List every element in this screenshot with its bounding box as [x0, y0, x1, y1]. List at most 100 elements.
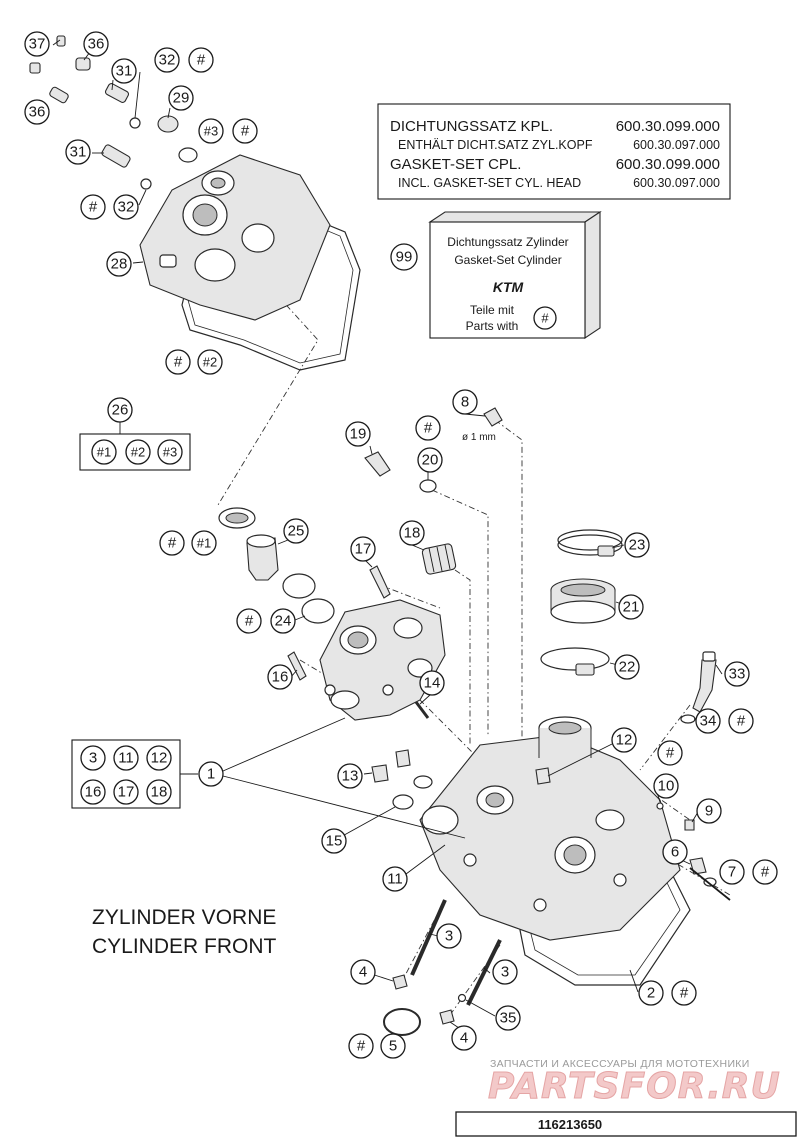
callout-7: 7	[719, 859, 745, 885]
intake-parts	[540, 529, 717, 724]
callout-hash-7: #	[752, 859, 778, 885]
group-26-item-1: #1	[91, 439, 117, 465]
gasket-set-line3-label: GASKET-SET CPL.	[390, 156, 521, 173]
svg-text:7: 7	[728, 864, 736, 881]
group-26-item-3: #3	[157, 439, 183, 465]
screw-31-lower	[101, 144, 131, 168]
bolt-37	[29, 62, 41, 74]
callout-3-lower: 3	[492, 959, 518, 985]
callout-1: 1	[198, 761, 224, 787]
callout-hash-seal: #	[159, 530, 185, 556]
svg-text:36: 36	[29, 104, 46, 121]
oring-5	[383, 1008, 421, 1036]
callout-33: 33	[724, 661, 750, 687]
svg-text:34: 34	[700, 713, 717, 730]
kit-line3: Teile mit	[470, 303, 515, 317]
callout-hash-2: #	[671, 980, 697, 1006]
kit-line2: Gasket-Set Cylinder	[454, 253, 561, 267]
callout-22: 22	[614, 654, 640, 680]
callout-3-upper: 3	[436, 923, 462, 949]
washer-34	[680, 714, 696, 724]
group-1-item-18: 18	[146, 779, 172, 805]
callout-5: 5	[380, 1033, 406, 1059]
svg-text:16: 16	[272, 669, 289, 686]
cap-12	[535, 767, 551, 785]
kit-marker-callout: #	[533, 306, 557, 330]
callout-6: 6	[662, 839, 688, 865]
hose-clamp-22	[540, 647, 610, 671]
svg-text:#: #	[168, 535, 177, 552]
svg-text:29: 29	[173, 90, 190, 107]
svg-text:#3: #3	[163, 445, 177, 460]
svg-text:20: 20	[422, 452, 439, 469]
callout-17: 17	[350, 536, 376, 562]
part-callouts: 37 36 36 31 32 # 29 #3 # 31 # 32 28 # #2…	[24, 31, 778, 1059]
svg-text:#: #	[245, 613, 254, 630]
callout-18: 18	[399, 520, 425, 546]
oring-32-lower	[140, 178, 152, 190]
bearing-parts	[218, 407, 503, 719]
diagram-id: 116213650	[538, 1117, 602, 1132]
bracket-36-lower	[49, 86, 69, 104]
svg-text:25: 25	[288, 523, 305, 540]
group-1-item-17: 17	[113, 779, 139, 805]
callout-hash-3: #	[232, 118, 258, 144]
gasket-set-line4-value: 600.30.097.000	[633, 176, 720, 190]
callout-15: 15	[321, 828, 347, 854]
bucket-25	[246, 537, 279, 581]
svg-text:3: 3	[501, 964, 509, 981]
callout-hash-10: #	[657, 740, 683, 766]
callout-19: 19	[345, 421, 371, 447]
svg-text:19: 19	[350, 426, 367, 443]
plug-6	[689, 857, 707, 875]
svg-text:#: #	[197, 52, 206, 69]
callout-35: 35	[495, 1005, 521, 1031]
callout-99: 99	[390, 243, 418, 271]
svg-text:2: 2	[647, 985, 655, 1002]
dimension-note: ø 1 mm	[462, 432, 496, 443]
svg-text:23: 23	[629, 537, 646, 554]
nut-4-a	[392, 974, 408, 990]
svg-text:26: 26	[112, 402, 129, 419]
svg-text:#2: #2	[131, 445, 145, 460]
callout-4-lower: 4	[451, 1025, 477, 1051]
oring-32-top	[129, 117, 141, 129]
svg-text:22: 22	[619, 659, 636, 676]
svg-text:#: #	[424, 420, 433, 437]
valve-cover-group	[29, 35, 361, 371]
svg-text:3: 3	[89, 750, 97, 767]
watermark: ЗАПЧАСТИ И АКСЕССУАРЫ ДЛЯ МОТОТЕХНИКИ PA…	[488, 1058, 781, 1108]
group-1-item-12: 12	[146, 745, 172, 771]
callout-32-lower: 32	[113, 194, 139, 220]
callout-29: 29	[168, 85, 194, 111]
svg-text:#: #	[357, 1038, 366, 1055]
gasket-set-line1-value: 600.30.099.000	[616, 118, 720, 135]
callout-11: 11	[382, 866, 408, 892]
cap-13	[371, 764, 389, 783]
bracket-36-top	[75, 57, 91, 71]
kit-line4: Parts with	[466, 319, 519, 333]
gasket-set-line4-label: INCL. GASKET-SET CYL. HEAD	[398, 176, 581, 190]
svg-text:11: 11	[387, 871, 403, 888]
nut-4-b	[439, 1009, 455, 1025]
svg-text:#: #	[666, 745, 675, 762]
svg-text:15: 15	[326, 833, 343, 850]
gasket-set-line1-label: DICHTUNGSSATZ KPL.	[390, 118, 553, 135]
svg-text:28: 28	[111, 256, 128, 273]
callout-31-top: 31	[111, 58, 137, 84]
callout-hash2: #2	[197, 349, 223, 375]
callout-34: 34	[695, 708, 721, 734]
callout-4-upper: 4	[350, 959, 376, 985]
callout-12: 12	[611, 727, 637, 753]
callout-36-top: 36	[83, 31, 109, 57]
cylinder-kit-box: Dichtungssatz Zylinder Gasket-Set Cylind…	[428, 210, 602, 340]
svg-text:12: 12	[616, 732, 633, 749]
plug-10	[656, 802, 664, 810]
nut-13b	[395, 749, 411, 768]
svg-text:31: 31	[116, 63, 133, 80]
washer-35	[457, 993, 467, 1003]
sensor-33	[692, 659, 717, 713]
bolt-17	[369, 565, 391, 599]
svg-text:#2: #2	[203, 355, 217, 370]
